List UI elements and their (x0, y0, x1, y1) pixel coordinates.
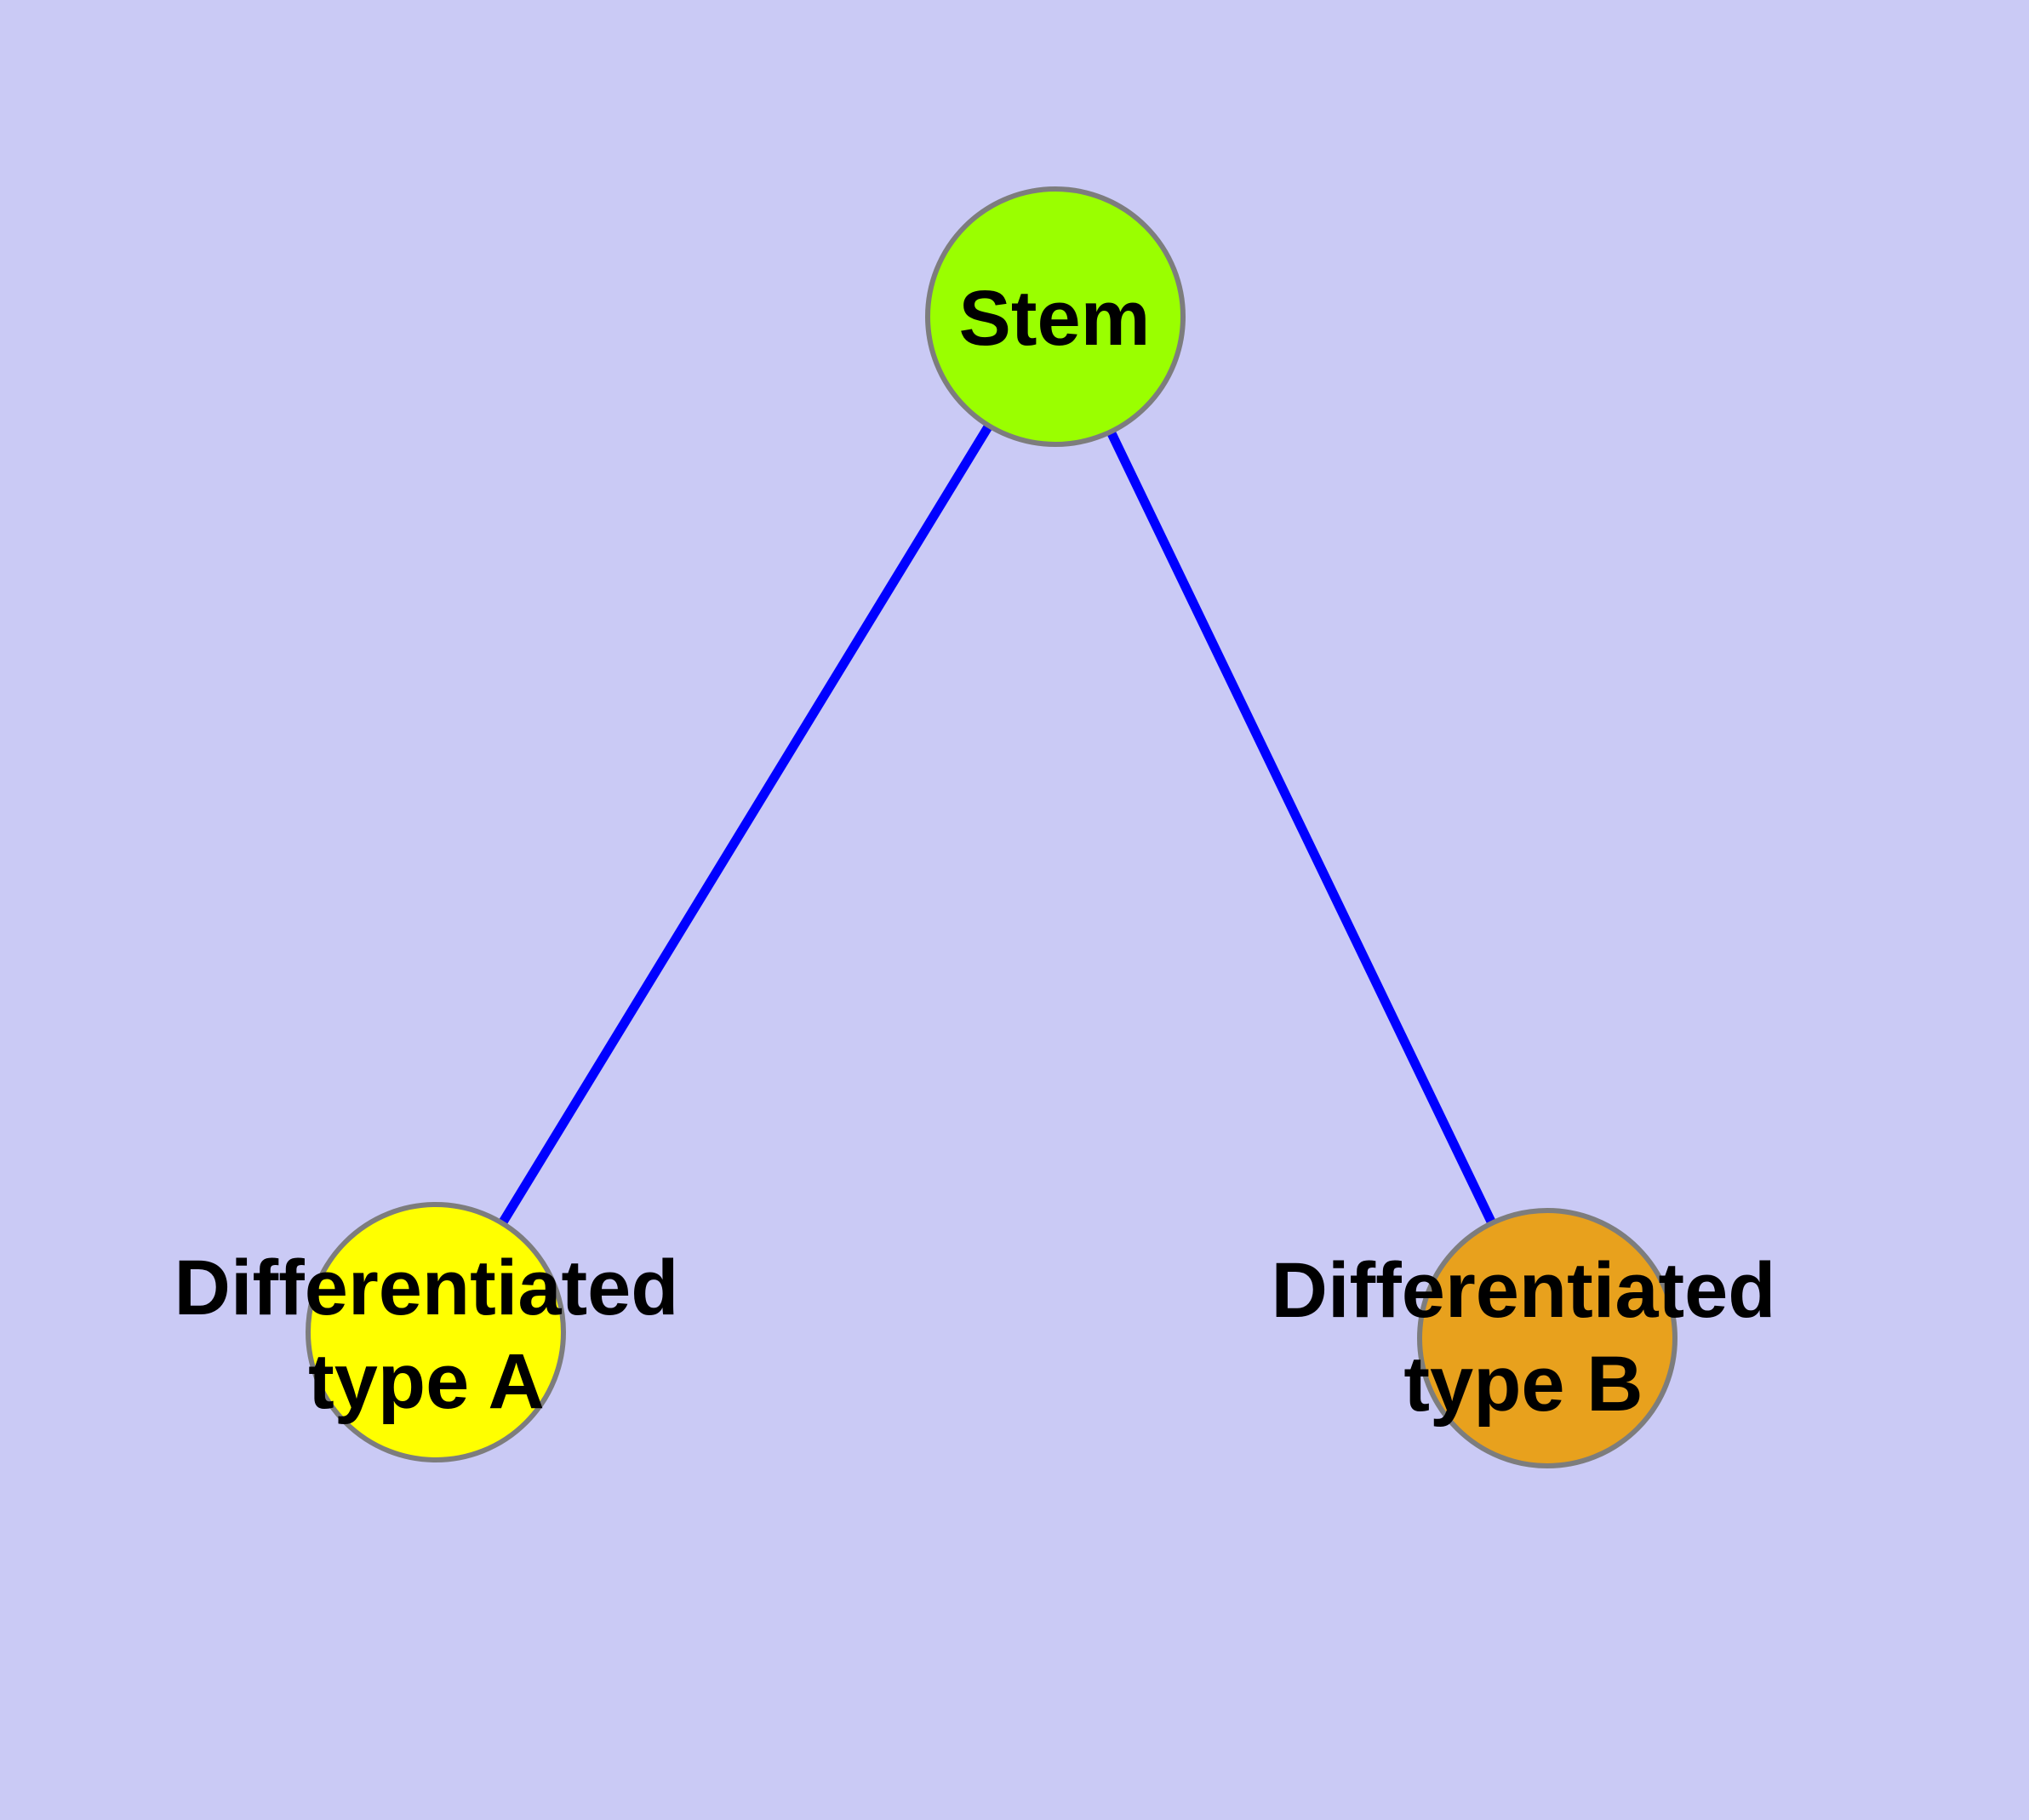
node-label-differentiated-type-a: Differentiated type A (174, 1241, 679, 1428)
node-circle-differentiated-type-a (306, 1202, 566, 1462)
node-label-differentiated-type-b: Differentiated type B (1272, 1244, 1776, 1431)
node-label-type-b-line-1: Differentiated (1271, 1247, 1776, 1334)
edge-stem-to-type-b (1051, 314, 1552, 1341)
node-label-type-a-line-2: type A (308, 1338, 545, 1425)
node-circle-differentiated-type-b (1417, 1208, 1677, 1468)
node-label-type-b-line-2: type B (1403, 1341, 1643, 1428)
node-label-stem: Stem (959, 272, 1151, 365)
node-label-stem-line-1: Stem (958, 275, 1151, 362)
node-circle-stem (925, 186, 1186, 447)
node-label-type-a-line-1: Differentiated (174, 1245, 679, 1331)
edge-stem-to-type-a (432, 314, 1060, 1335)
